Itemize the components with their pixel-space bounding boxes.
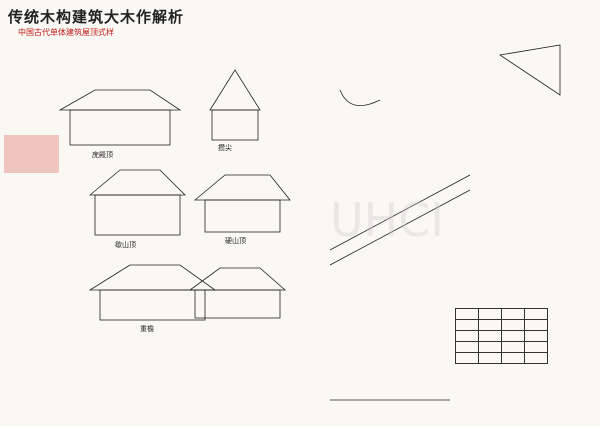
page-title: 传统木构建筑大木作解析: [8, 8, 185, 26]
cuanjian-roof-sketch: [209, 69, 261, 111]
label-xieshan: 歇山顶: [115, 241, 136, 249]
rafter-line-1: [329, 174, 471, 251]
yingshan-body-sketch: [204, 199, 281, 233]
wudian-roof-sketch: [58, 89, 182, 111]
chongyan-body-sketch: [99, 289, 206, 321]
label-chongyan: 重檐: [140, 325, 154, 333]
label-yingshan: 硬山顶: [225, 237, 246, 245]
chongyan2-body-sketch: [194, 289, 281, 319]
rafter-line-2: [329, 189, 471, 266]
eave-curve-left: [339, 89, 381, 107]
cuanjian-body-sketch: [211, 109, 259, 141]
watermark-text: UHCI: [330, 193, 444, 247]
yingshan-roof-sketch: [193, 174, 291, 201]
label-cuanjian: 攒尖: [218, 144, 232, 152]
xieshan-roof-sketch: [88, 169, 186, 196]
wudian-body-sketch: [69, 109, 171, 146]
section-header-roof-styles: 中国古代单体建筑屋顶式样: [18, 28, 114, 37]
plan-detail-highlight: [4, 135, 59, 173]
label-wudian: 庑殿顶: [92, 151, 113, 159]
grading-table: [455, 308, 548, 364]
chongyan-roof-sketch: [88, 264, 217, 291]
chongyan2-roof-sketch: [188, 267, 287, 291]
eave-curve-right: [498, 44, 561, 96]
xieshan-body-sketch: [94, 194, 181, 236]
